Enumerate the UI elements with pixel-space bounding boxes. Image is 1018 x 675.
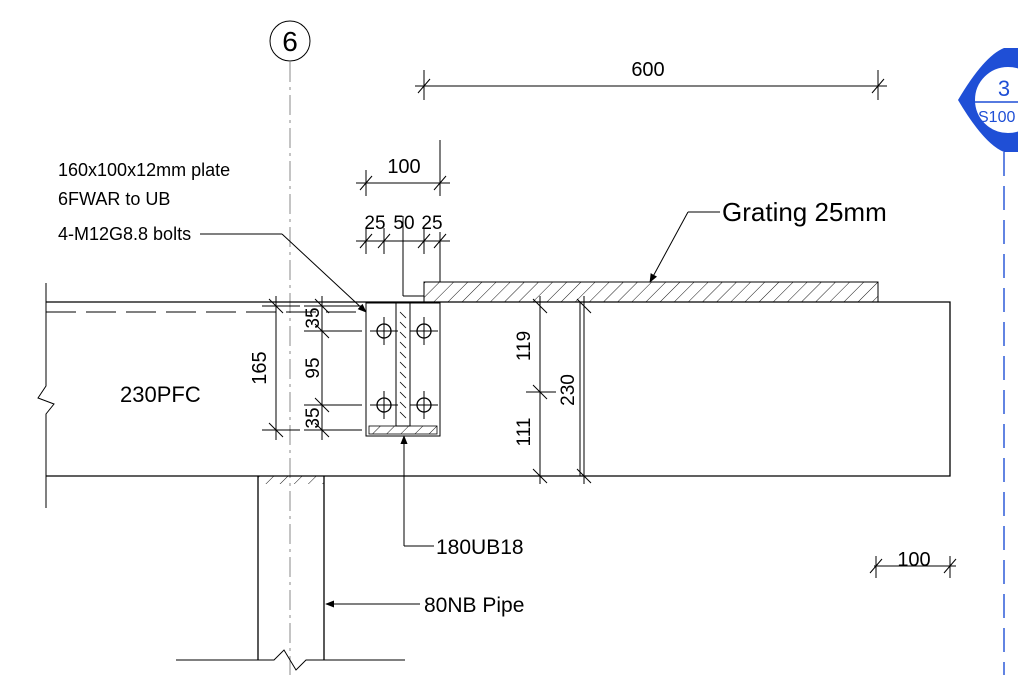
- plate-note-line1: 160x100x12mm plate: [58, 160, 230, 180]
- section-sheet: S100: [978, 109, 1015, 126]
- dimension-230: 230: [558, 296, 592, 484]
- dimension-35-95-35: 35 95 35: [303, 296, 362, 440]
- bolt: [410, 391, 438, 419]
- dimension-600: 600: [415, 59, 887, 100]
- dim-text-100-right: 100: [897, 549, 930, 571]
- end-plate: [365, 302, 441, 437]
- section-number: 3: [998, 76, 1010, 101]
- plate-note-line3: 4-M12G8.8 bolts: [58, 224, 191, 244]
- grating-label: Grating 25mm: [722, 197, 887, 227]
- dim-text-165: 165: [249, 351, 271, 384]
- pipe-note: 80NB Pipe: [325, 594, 524, 617]
- dim-text-95: 95: [303, 357, 324, 378]
- ub-web-stub: [402, 216, 441, 297]
- section-marker: 3 S100: [958, 48, 1018, 675]
- channel-label: 230PFC: [120, 382, 201, 407]
- grating-note: Grating 25mm: [649, 197, 887, 283]
- bolt: [410, 317, 438, 345]
- dimension-25-50-25: 25 50 25: [356, 213, 450, 254]
- ub-label: 180UB18: [436, 536, 524, 559]
- grating: [423, 281, 879, 303]
- break-line-left: [37, 283, 55, 508]
- dimension-119-111: 119 111: [514, 296, 556, 484]
- dim-text-600: 600: [631, 59, 664, 81]
- bolt: [370, 317, 398, 345]
- pipe-label: 80NB Pipe: [424, 594, 524, 617]
- dim-text-50: 50: [393, 213, 414, 234]
- plate-note: 160x100x12mm plate 6FWAR to UB 4-M12G8.8…: [58, 160, 367, 313]
- ub-note: 180UB18: [400, 435, 524, 559]
- plate-note-line2: 6FWAR to UB: [58, 189, 170, 209]
- grid-line-6: 6: [269, 20, 311, 675]
- dimension-100-right: 100: [869, 549, 957, 578]
- dim-text-25-left: 25: [364, 213, 385, 234]
- dim-text-119: 119: [514, 331, 535, 361]
- dim-text-35-top: 35: [303, 307, 324, 328]
- dim-text-100-top: 100: [387, 156, 420, 178]
- bolt: [370, 391, 398, 419]
- pipe-80nb: [176, 476, 405, 671]
- dim-text-230: 230: [558, 374, 579, 406]
- dimension-100-top: 100: [356, 140, 450, 196]
- grid-bubble: [269, 20, 311, 62]
- dim-text-25-right: 25: [421, 213, 442, 234]
- dim-text-35-bottom: 35: [303, 407, 324, 428]
- grid-label: 6: [282, 26, 298, 57]
- dimension-165: 165: [249, 296, 300, 440]
- dim-text-111: 111: [514, 418, 535, 447]
